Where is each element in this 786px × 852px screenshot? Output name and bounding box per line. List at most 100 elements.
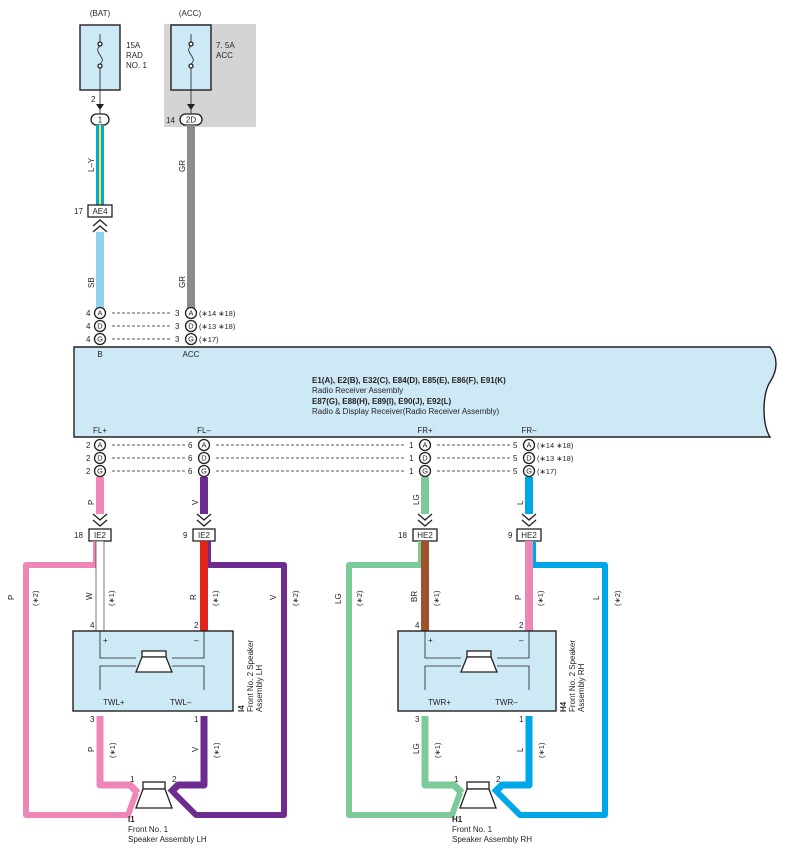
top-pin-acc-d: 3: [175, 322, 180, 331]
top-conn-acc-g-label: G: [188, 335, 194, 344]
bot-pin-flp-g: 2: [86, 467, 91, 476]
fuse-icon-acc: [188, 45, 194, 65]
bot-conn-flm-a: [197, 438, 211, 452]
wire-lh-v-low-label: V: [191, 746, 200, 752]
top-conn-acc-d-label: D: [188, 322, 194, 331]
woofer-rh-name1: Front No. 1: [452, 825, 493, 834]
receiver-term-fl-minus: FL–: [197, 426, 211, 435]
bot-conn-frp-d-label: D: [422, 454, 428, 463]
bot-conn-frp-g-label: G: [422, 467, 428, 476]
acc-fuse-name1: ACC: [216, 51, 233, 60]
woofer-rh-speaker-icon: [459, 781, 497, 809]
acc-connector-pin-label: 2D: [186, 116, 196, 125]
tweeter-rh-term-minus: TWR–: [495, 698, 518, 707]
wire-gr: [187, 125, 195, 309]
receiver-top-pins: 4 A 3 A (∗14 ∗18) 4 D 3 D (∗13 ∗18) 4 G …: [86, 306, 236, 346]
he2-connector-a-pin: 18: [398, 531, 407, 540]
bot-conn-frm-d: [522, 451, 536, 465]
acc-pin-number: 14: [166, 116, 175, 125]
output-wires: P V LG L IE2 18 IE2 9 HE2 18 HE2 9: [74, 477, 542, 542]
tweeter-lh-internal-wiring: [99, 631, 205, 690]
wire-rh-l-low-label: L: [516, 747, 525, 752]
receiver-connectors-line1: E1(A), E2(B), E32(C), E84(D), E85(E), E8…: [312, 376, 506, 385]
wire-lh-p-low-label: P: [87, 747, 96, 752]
bot-pin-frm-d: 5: [513, 454, 518, 463]
radio-receiver-assembly: B ACC E1(A), E2(B), E32(C), E84(D), E85(…: [73, 346, 777, 438]
ie2-connector-a-pin: 18: [74, 531, 83, 540]
bot-conn-frp-d: [418, 451, 432, 465]
wire-fl-minus-label: V: [191, 499, 200, 505]
wire-rh-l-low-note: (∗1): [537, 742, 546, 758]
bot-conn-flm-g-label: G: [201, 467, 207, 476]
wire-lh-w-note: (∗1): [107, 590, 116, 606]
wire-lh-v-low-note: (∗1): [212, 742, 221, 758]
wire-fl-plus: [96, 477, 104, 514]
woofer-lh-pin2: 2: [172, 775, 177, 784]
wire-lh-w: [95, 540, 105, 632]
wire-rh-p-note: (∗1): [536, 590, 545, 606]
receiver-label-acc: ACC: [183, 350, 200, 359]
wire-fr-minus-label: L: [516, 500, 525, 505]
bot-pin-frp-g: 1: [409, 467, 414, 476]
top-conn-b-a: [93, 306, 107, 320]
bot-pin-flm-g: 6: [188, 467, 193, 476]
woofer-rh-name2: Speaker Assembly RH: [452, 835, 532, 844]
woofer-lh-pin1: 1: [130, 775, 135, 784]
top-wires: L–Y AE4 17 SB GR GR: [74, 125, 195, 309]
top-pin-acc-g: 3: [175, 335, 180, 344]
tweeter-lh-sign-minus: –: [194, 636, 199, 645]
bot-conn-frm-g-label: G: [526, 467, 532, 476]
top-note-d: (∗13 ∗18): [199, 322, 236, 331]
bat-fuse-name2: NO. 1: [126, 61, 147, 70]
bot-pin-frp-a: 1: [409, 441, 414, 450]
tweeter-rh-code: H4: [559, 701, 568, 712]
receiver-box: [73, 346, 777, 438]
bot-conn-frm-d-label: D: [526, 454, 532, 463]
wire-sb: [96, 232, 104, 309]
top-pin-b-d: 4: [86, 322, 91, 331]
bot-pin-flm-a: 6: [188, 441, 193, 450]
bot-conn-frm-g: [522, 464, 536, 478]
tweeter-lh-pin-plus: 4: [90, 621, 95, 630]
bat-label: (BAT): [90, 9, 111, 18]
top-note-a: (∗14 ∗18): [199, 309, 236, 318]
wire-lh-v-outer-note: (∗2): [291, 590, 300, 606]
wire-lh-r: [200, 541, 208, 631]
wire-rh-lg-low-note: (∗1): [433, 742, 442, 758]
acc-label: (ACC): [179, 9, 202, 18]
wire-rh-lg-outer-label: LG: [334, 593, 343, 604]
wire-fr-plus-label: LG: [412, 494, 421, 505]
bot-conn-frp-a: [418, 438, 432, 452]
rh-speaker-section: LG (∗2) BR (∗1) P (∗1) L (∗2) LG (∗1) L …: [334, 541, 622, 844]
bot-pin-flp-d: 2: [86, 454, 91, 463]
tweeter-lh-pin-low-plus: 3: [90, 715, 95, 724]
bot-conn-frm-a: [522, 438, 536, 452]
wire-rh-lg-low: [421, 716, 465, 796]
tweeter-rh-sign-plus: +: [428, 636, 433, 645]
fuse-dot-acc-top: [188, 41, 194, 47]
top-conn-b-g-label: G: [97, 335, 103, 344]
wire-lh-p-outer-note: (∗2): [31, 590, 40, 606]
top-pin-b-a: 4: [86, 309, 91, 318]
bat-fuse-rating: 15A: [126, 41, 141, 50]
bat-fuse-name1: RAD: [126, 51, 143, 60]
bot-conn-flp-g-label: G: [97, 467, 103, 476]
ae4-double-chevron-icon: [92, 219, 108, 233]
wire-rh-p-label: P: [514, 595, 523, 600]
tweeter-lh-pin-low-minus: 1: [194, 715, 199, 724]
ae4-pin-number: 17: [74, 207, 83, 216]
power-supply-section: (BAT) (ACC) 15A RAD NO. 1 7. 5A ACC 2 1 …: [79, 9, 256, 127]
receiver-bottom-pins: 2 A 6 A 1 A 5 A (∗14 ∗18) 2 D 6 D 1 D 5 …: [86, 438, 574, 478]
bot-conn-flp-g: [93, 464, 107, 478]
tweeter-rh-speaker-icon: [460, 650, 498, 673]
tweeter-lh-pin-minus: 2: [194, 621, 199, 630]
bot-conn-flm-d-label: D: [201, 454, 207, 463]
tweeter-rh-name2: Assembly RH: [577, 663, 586, 712]
woofer-rh-code: H1: [452, 815, 463, 824]
tweeter-rh-internal-wiring: [424, 631, 530, 690]
wire-lh-p-outer-label: P: [7, 595, 16, 600]
top-conn-b-d-label: D: [97, 322, 103, 331]
bot-pin-frm-a: 5: [513, 441, 518, 450]
bot-conn-flp-a-label: A: [97, 441, 102, 450]
wire-rh-p: [525, 541, 533, 631]
